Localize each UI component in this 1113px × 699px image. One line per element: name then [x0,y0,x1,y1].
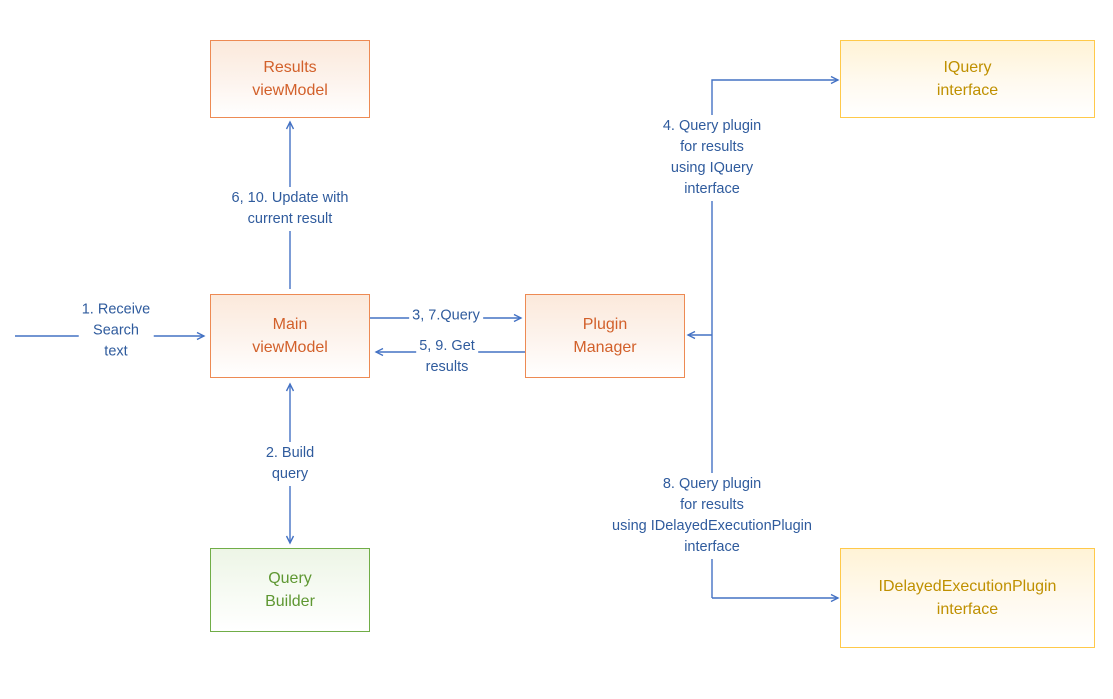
label-query: 3, 7.Query [409,304,483,328]
box-idelayedexecutionplugin-interface: IDelayedExecutionPlugin interface [840,548,1095,648]
label-receive-search: 1. Receive Search text [78,298,154,364]
box-iquery-interface-label: IQuery interface [936,59,999,99]
box-main-viewmodel: Main viewModel [210,294,370,378]
box-plugin-manager: Plugin Manager [525,294,685,378]
box-results-viewmodel-label: Results viewModel [252,59,328,99]
label-get-results: 5, 9. Get results [416,335,478,379]
box-plugin-manager-label: Plugin Manager [573,316,637,356]
arrow-query-plugin-iquery [711,80,838,598]
box-idelayedexecutionplugin-interface-label: IDelayedExecutionPlugin interface [878,578,1057,618]
label-update-with-current-result: 6, 10. Update with current result [228,187,352,231]
label-query-plugin-idelayed: 8. Query plugin for results using IDelay… [609,473,815,559]
label-query-plugin-iquery: 4. Query plugin for results using IQuery… [659,115,765,201]
box-iquery-interface: IQuery interface [840,40,1095,118]
box-results-viewmodel: Results viewModel [210,40,370,118]
box-query-builder-label: Query Builder [265,570,315,610]
label-build-query: 2. Build query [262,442,318,486]
box-query-builder: Query Builder [210,548,370,632]
box-main-viewmodel-label: Main viewModel [252,316,328,356]
